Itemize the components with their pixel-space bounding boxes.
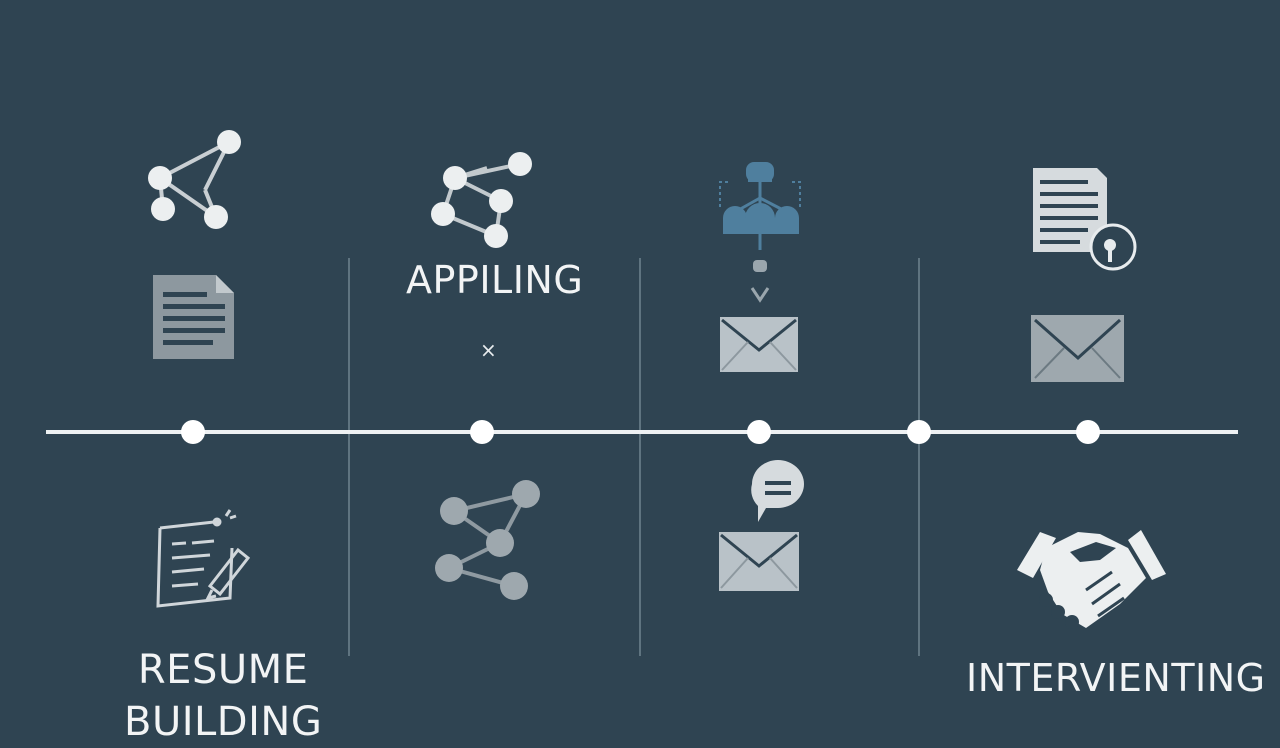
stage-label-line: RESUME: [137, 647, 309, 693]
network-nodes-icon: [148, 130, 241, 229]
timeline-canvas: [46, 130, 1238, 656]
document-icon: [153, 275, 234, 359]
stage-label-appiling: APPILING: [406, 258, 584, 302]
network-nodes-icon: [431, 152, 532, 248]
network-nodes-icon: [435, 480, 540, 600]
stage-label-intervienting: INTERVIENTING: [966, 656, 1266, 700]
resume-edit-icon: [156, 509, 251, 608]
document-with-badge-icon: [1033, 168, 1137, 271]
stage-label-line: BUILDING: [124, 699, 323, 745]
timeline-marker: [907, 420, 931, 444]
timeline-marker: [470, 420, 494, 444]
timeline-marker: [747, 420, 771, 444]
envelope-icon: [719, 532, 799, 591]
stage-label-resume-building: RESUME BUILDING: [124, 644, 322, 748]
timeline-marker: [181, 420, 205, 444]
timeline-diagram: APPILING × RESUME BUILDING INTERVIENTING: [46, 130, 1266, 745]
timeline-marker: [1076, 420, 1100, 444]
envelope-icon: [1031, 315, 1124, 382]
org-chart-icon: [719, 162, 801, 303]
close-mark-icon: ×: [480, 338, 497, 362]
envelope-icon: [720, 317, 798, 372]
handshake-icon: [1017, 530, 1166, 629]
chat-bubble-icon: [751, 460, 804, 522]
